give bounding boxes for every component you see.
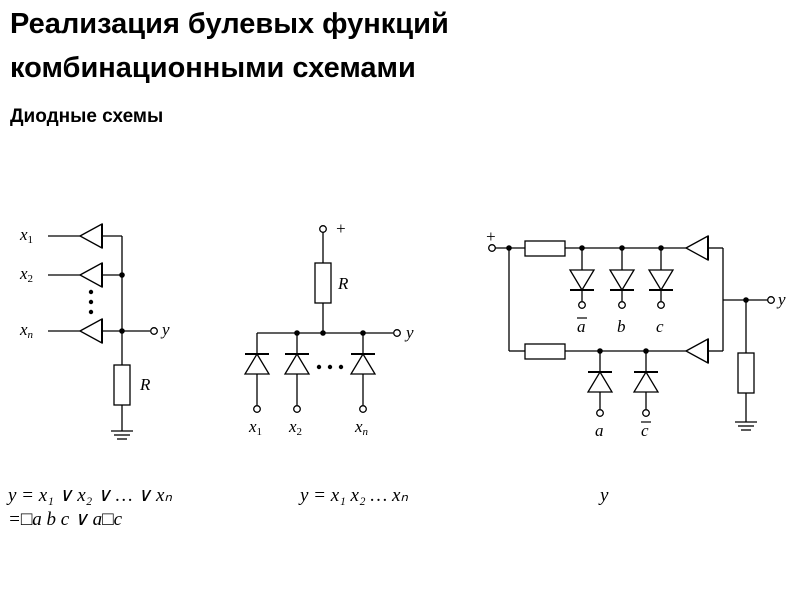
label-output: y (776, 290, 786, 309)
label-output: y (404, 323, 414, 342)
supply-terminal (488, 244, 496, 252)
diode-not-a (569, 269, 595, 291)
label-not-c: c (641, 421, 649, 440)
label-output: y (160, 320, 170, 339)
label-x2: x2 (288, 417, 302, 438)
junction-dot (320, 330, 326, 336)
label-c: c (656, 317, 664, 336)
label-a: a (595, 421, 604, 440)
ellipsis-dot (316, 364, 322, 370)
resistor-lower (524, 343, 566, 360)
input-terminal (359, 405, 367, 413)
junction-dot (643, 348, 649, 354)
diode-a (587, 371, 613, 393)
junction-dot (506, 245, 512, 251)
input-terminal (293, 405, 301, 413)
diode-x2 (284, 353, 310, 375)
diode-xn (350, 353, 376, 375)
ground-icon (734, 421, 758, 431)
circuit-and (256, 232, 393, 405)
junction-dot (658, 245, 664, 251)
diode-not-c (633, 371, 659, 393)
page-title: Реализация булевых функций комбинационны… (10, 2, 790, 90)
resistor (314, 262, 332, 304)
ellipsis-dot (338, 364, 344, 370)
ellipsis-dot (88, 299, 94, 305)
junction-dot (119, 328, 125, 334)
diode-lower-output (685, 338, 709, 364)
label-x1: x1 (19, 225, 33, 246)
formula-or: y = x₁ ∨ x₂ ∨ … ∨ xₙ (8, 485, 172, 506)
supply-terminal (319, 225, 327, 233)
diode-b (609, 269, 635, 291)
input-terminal (578, 301, 586, 309)
input-terminal (657, 301, 665, 309)
diode-c (648, 269, 674, 291)
label-not-a: a (577, 317, 586, 336)
label-xn: xn (354, 417, 369, 438)
ellipsis-dot (88, 289, 94, 295)
diode-upper-output (685, 235, 709, 261)
circuit-mixed (495, 247, 768, 422)
formula-mixed-line2: =□a b c ∨ a□c (8, 509, 123, 530)
title-line-2: комбинационными схемами (10, 52, 416, 84)
junction-dot (743, 297, 749, 303)
diode-x1 (79, 223, 103, 249)
diode-x1 (244, 353, 270, 375)
label-x2: x2 (19, 264, 33, 285)
junction-dot (579, 245, 585, 251)
ellipsis-dot (327, 364, 333, 370)
label-resistor: R (337, 274, 349, 293)
label-x1: x1 (248, 417, 262, 438)
resistor (113, 364, 131, 406)
label-xn: xn (19, 320, 34, 341)
resistor-output (737, 352, 755, 394)
input-terminal (642, 409, 650, 417)
circuit-or (48, 235, 150, 431)
formula-and: y = x₁ x₂ … xₙ (300, 485, 408, 506)
output-terminal (150, 327, 158, 335)
label-resistor: R (139, 375, 151, 394)
label-plus: + (335, 219, 346, 238)
output-terminal (767, 296, 775, 304)
label-plus: + (485, 227, 496, 246)
page-subtitle: Диодные схемы (10, 106, 164, 127)
input-terminal (596, 409, 604, 417)
diode-x2 (79, 262, 103, 288)
junction-dot (119, 272, 125, 278)
diode-xn (79, 318, 103, 344)
input-terminal (618, 301, 626, 309)
ground-icon (110, 430, 134, 440)
junction-dot (360, 330, 366, 336)
junction-dot (619, 245, 625, 251)
resistor-upper (524, 240, 566, 257)
output-terminal (393, 329, 401, 337)
junction-dot (597, 348, 603, 354)
label-b: b (617, 317, 626, 336)
formula-mixed-line1: y (600, 485, 609, 506)
title-line-1: Реализация булевых функций (10, 8, 449, 40)
ellipsis-dot (88, 309, 94, 315)
input-terminal (253, 405, 261, 413)
junction-dot (294, 330, 300, 336)
